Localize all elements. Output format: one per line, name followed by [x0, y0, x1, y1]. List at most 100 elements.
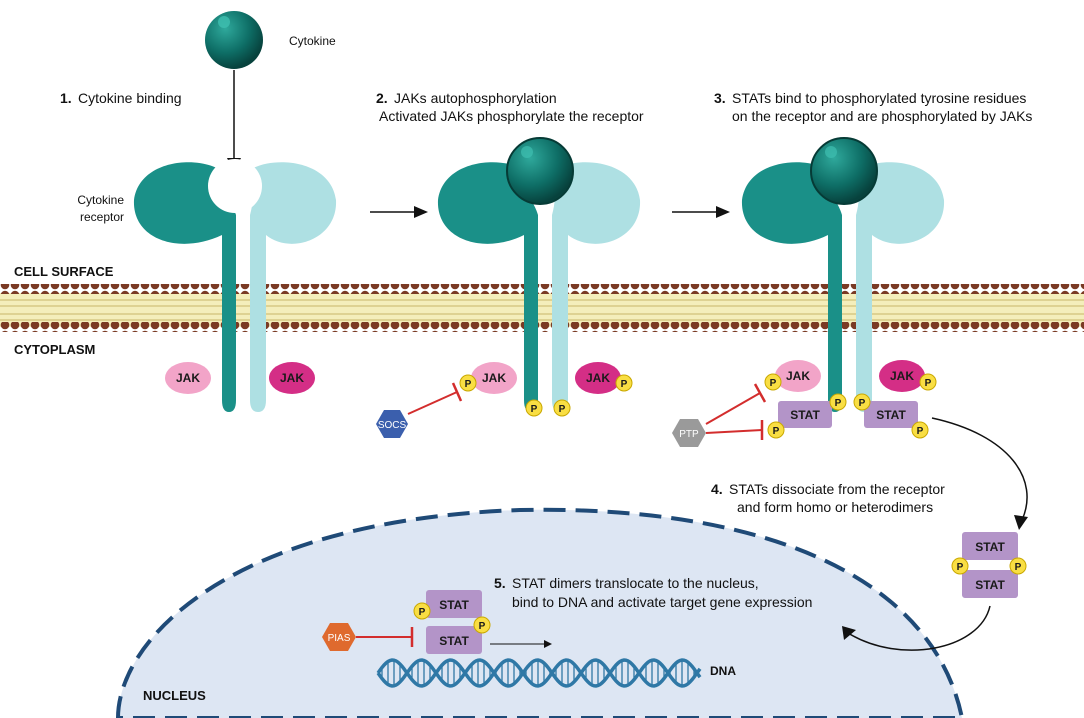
phosphate: P	[764, 373, 782, 391]
socs-hexagon	[376, 410, 408, 438]
svg-text:STAT: STAT	[439, 598, 469, 612]
step-3-text-2: on the receptor and are phosphorylated b…	[732, 108, 1032, 124]
nuclear-stat-top	[426, 590, 482, 618]
receptor-left-chain	[133, 162, 236, 412]
ptp-inhibition-stat	[705, 429, 763, 434]
svg-text:JAK: JAK	[586, 371, 610, 385]
receptor-right-chain	[852, 162, 945, 412]
arrow-step-1-to-2	[414, 206, 428, 218]
phosphate: P	[615, 374, 633, 392]
cell-membrane	[0, 284, 1084, 332]
svg-text:P: P	[479, 621, 486, 632]
step-5-text-1: STAT dimers translocate to the nucleus,	[512, 575, 759, 591]
phosphate: P	[919, 373, 937, 391]
cytoplasm-label: CYTOPLASM	[14, 342, 95, 357]
step-4-number: 4.	[711, 481, 723, 497]
translocation-arrow	[847, 605, 991, 651]
jak-1-left	[165, 362, 211, 394]
jak-3-right	[879, 360, 925, 392]
bound-cytokine	[506, 137, 574, 205]
ptp-inhibition-jak	[705, 392, 761, 425]
dissociation-arrow	[931, 417, 1028, 521]
phosphate: P	[911, 421, 929, 439]
phosphate: P	[459, 374, 477, 392]
svg-text:STAT: STAT	[876, 408, 906, 422]
step-1-text: Cytokine binding	[78, 90, 182, 106]
jak-3-left	[775, 360, 821, 392]
socs-label: SOCS	[378, 420, 407, 431]
step-4-dimerization: 4. STATs dissociate from the receptor an…	[711, 481, 1027, 651]
cell-surface-label: CELL SURFACE	[14, 264, 114, 279]
step-4-text-1: STATs dissociate from the receptor	[729, 481, 945, 497]
socs-inhibition	[407, 391, 458, 415]
step-2-number: 2.	[376, 90, 388, 106]
svg-text:P: P	[917, 426, 924, 437]
phosphate: P	[951, 557, 969, 575]
nuclear-stat-bottom	[426, 626, 482, 654]
stat-left	[778, 401, 832, 428]
stat-dimer-top	[962, 532, 1018, 560]
step-2-text-2: Activated JAKs phosphorylate the recepto…	[379, 108, 644, 124]
stat-dimer-bottom	[962, 570, 1018, 598]
step-4-text-2: and form homo or heterodimers	[737, 499, 933, 515]
step-1-cytokine-binding: Cytokine 1. Cytokine binding Cytokine re…	[60, 11, 337, 412]
jak-1-right	[269, 362, 315, 394]
pias-hexagon	[322, 623, 356, 651]
dna-strand-1	[376, 658, 702, 688]
step-5-number: 5.	[494, 575, 506, 591]
svg-text:P: P	[859, 398, 866, 409]
receptor-left-chain	[741, 162, 842, 412]
svg-text:STAT: STAT	[975, 578, 1005, 592]
step-2-jak-autophosphorylation: 2. JAKs autophosphorylation Activated JA…	[376, 90, 644, 438]
step-3-stat-binding: 3. STATs bind to phosphorylated tyrosine…	[672, 90, 1032, 530]
step-5-gene-expression: 5. STAT dimers translocate to the nucleu…	[322, 575, 812, 688]
svg-text:STAT: STAT	[975, 540, 1005, 554]
dna-label: DNA	[710, 664, 736, 678]
receptor-right-chain	[548, 162, 641, 412]
svg-text:STAT: STAT	[790, 408, 820, 422]
phosphate: P	[1009, 557, 1027, 575]
step-1-number: 1.	[60, 90, 72, 106]
svg-text:P: P	[773, 426, 780, 437]
jak-2-right	[575, 362, 621, 394]
step-5-text-2: bind to DNA and activate target gene exp…	[512, 594, 812, 610]
svg-text:P: P	[835, 398, 842, 409]
svg-text:P: P	[925, 378, 932, 389]
step-3-number: 3.	[714, 90, 726, 106]
receptor-label-1: Cytokine	[77, 193, 124, 207]
phosphate: P	[829, 393, 847, 411]
svg-text:JAK: JAK	[280, 371, 304, 385]
svg-text:JAK: JAK	[786, 369, 810, 383]
phosphate: P	[413, 602, 431, 620]
receptor-label-2: receptor	[80, 210, 124, 224]
arrow-step-2-to-3	[716, 206, 730, 218]
cytokine-ball	[205, 11, 263, 69]
receptor-left-chain	[437, 162, 538, 412]
dna-helix	[376, 658, 702, 688]
nucleus	[115, 507, 965, 718]
phosphate: P	[553, 399, 571, 417]
svg-text:P: P	[465, 379, 472, 390]
nucleus-label: NUCLEUS	[143, 688, 206, 703]
svg-text:P: P	[957, 562, 964, 573]
ptp-hexagon	[672, 419, 706, 447]
phosphate: P	[767, 421, 785, 439]
svg-text:P: P	[559, 404, 566, 415]
svg-text:P: P	[770, 378, 777, 389]
phosphate: P	[473, 616, 491, 634]
phosphate: P	[525, 399, 543, 417]
svg-text:STAT: STAT	[439, 634, 469, 648]
svg-text:P: P	[1015, 562, 1022, 573]
step-3-text-1: STATs bind to phosphorylated tyrosine re…	[732, 90, 1026, 106]
cytokine-label: Cytokine	[289, 34, 336, 48]
bound-cytokine	[810, 137, 878, 205]
dna-strand-2	[376, 658, 702, 688]
receptor-right-chain	[244, 162, 337, 412]
svg-text:P: P	[419, 607, 426, 618]
ptp-label: PTP	[679, 429, 699, 440]
svg-text:P: P	[621, 379, 628, 390]
svg-text:P: P	[531, 404, 538, 415]
svg-text:JAK: JAK	[176, 371, 200, 385]
step-2-text-1: JAKs autophosphorylation	[394, 90, 557, 106]
